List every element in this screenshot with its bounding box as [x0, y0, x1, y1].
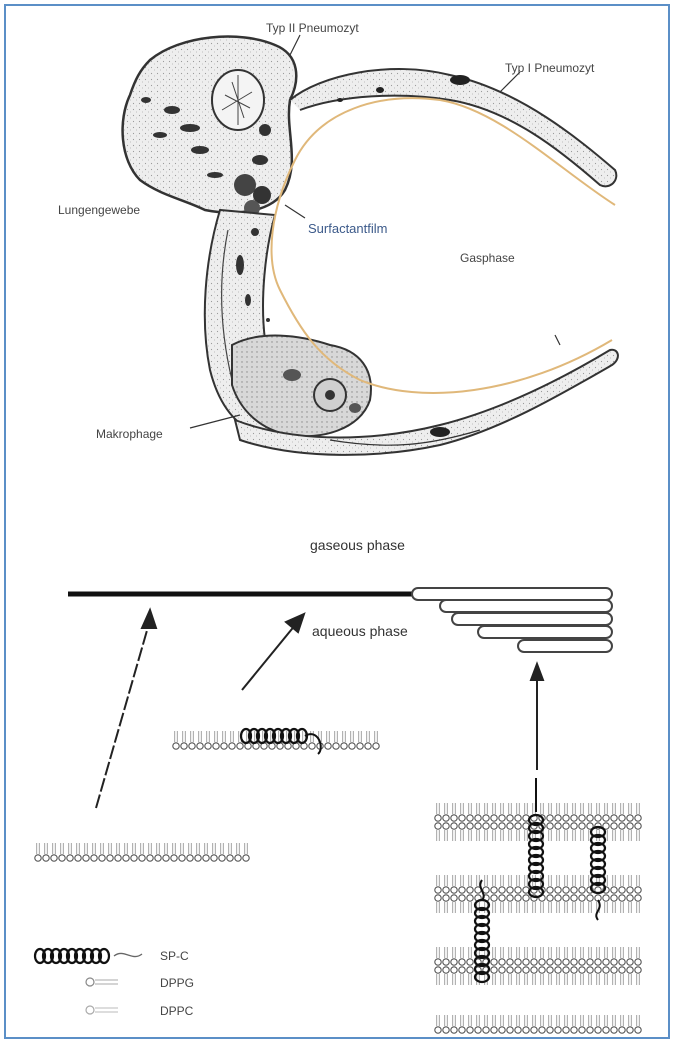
- surfactant-schematic: gaseous phase aqueous phase: [68, 537, 612, 808]
- legend-item-sp-c: SP-C: [35, 949, 189, 963]
- alveolar-wall-outer: [290, 69, 616, 186]
- lipid-layers: [35, 729, 641, 1033]
- label-gas-phase: Gasphase: [460, 251, 515, 265]
- multilayer-reservoir: [412, 588, 612, 652]
- legend-label-dppc: DPPC: [160, 1004, 194, 1018]
- label-surfactant-film: Surfactantfilm: [308, 221, 387, 236]
- legend-item-dppg: DPPG: [86, 976, 194, 990]
- label-type2-pneumocyte: Typ II Pneumozyt: [266, 21, 359, 35]
- legend-label-sp-c: SP-C: [160, 949, 189, 963]
- legend-item-dppc: DPPC: [86, 1004, 194, 1018]
- label-gaseous-phase: gaseous phase: [310, 537, 405, 553]
- label-macrophage: Makrophage: [96, 427, 163, 441]
- alveolus-diagram: Typ II Pneumozyt Typ I Pneumozyt Lungeng…: [58, 21, 618, 455]
- legend-label-dppg: DPPG: [160, 976, 194, 990]
- label-aqueous-phase: aqueous phase: [312, 623, 408, 639]
- type2-pneumocyte: [123, 37, 297, 213]
- label-type1-pneumocyte: Typ I Pneumozyt: [505, 61, 595, 75]
- arrows: [96, 610, 543, 808]
- legend: SP-C DPPG DPPC: [35, 949, 194, 1018]
- label-lung-tissue: Lungengewebe: [58, 203, 140, 217]
